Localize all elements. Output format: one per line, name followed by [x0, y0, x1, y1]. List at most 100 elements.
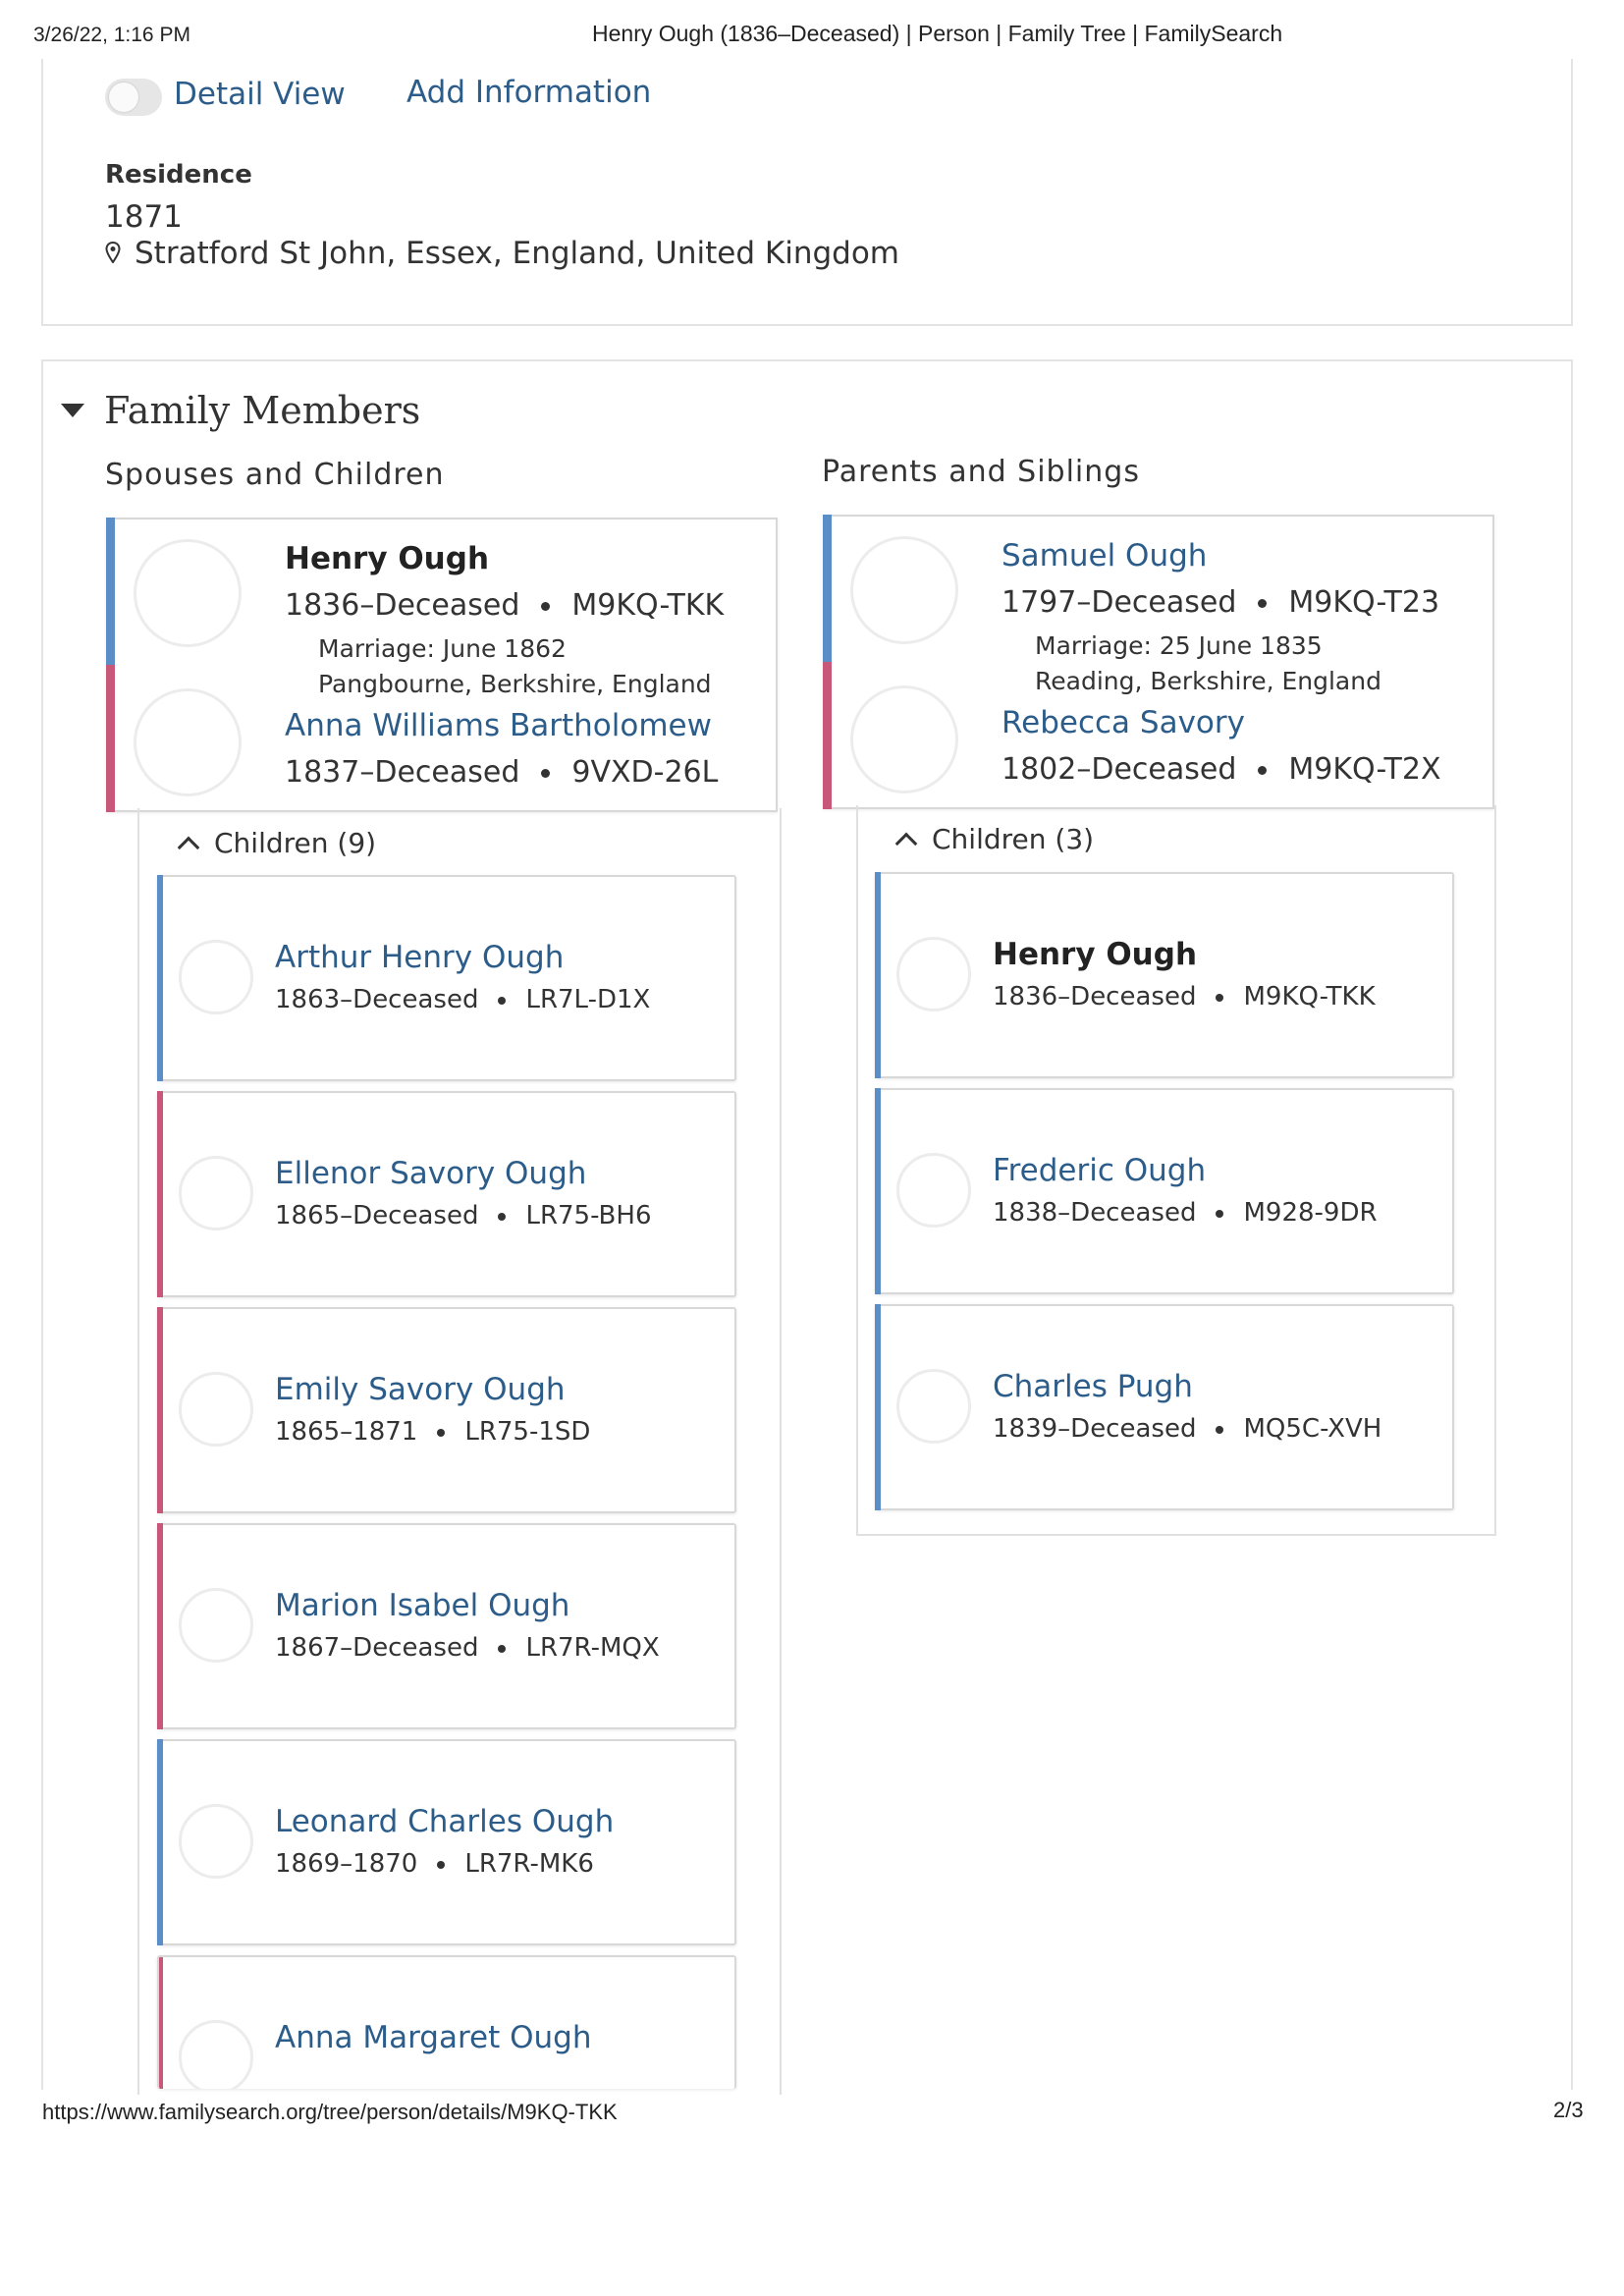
bullet-icon: [1216, 1425, 1224, 1434]
female-indicator: [106, 665, 115, 812]
husband-name: Henry Ough: [285, 541, 490, 576]
child-id: LR7R-MK6: [464, 1849, 594, 1879]
child-name: Henry Ough: [993, 937, 1198, 972]
avatar[interactable]: [179, 1588, 253, 1663]
avatar[interactable]: [850, 685, 958, 793]
child-years: 1838–Deceased: [993, 1198, 1197, 1228]
male-indicator: [875, 872, 881, 1078]
child-years: 1836–Deceased: [993, 982, 1197, 1011]
wife-name-link[interactable]: Anna Williams Bartholomew: [285, 708, 712, 743]
child-card[interactable]: Marion Isabel Ough 1867–Deceased LR7R-MQX: [157, 1523, 736, 1729]
bullet-icon: [1216, 993, 1224, 1002]
child-name-link[interactable]: Charles Pugh: [993, 1369, 1193, 1404]
wife-id: 9VXD-26L: [571, 755, 719, 790]
child-card[interactable]: Henry Ough 1836–Deceased M9KQ-TKK: [875, 872, 1454, 1078]
child-name-link[interactable]: Marion Isabel Ough: [275, 1588, 570, 1623]
female-indicator: [157, 1307, 163, 1513]
spouse-children-container: [137, 808, 782, 2095]
male-indicator: [157, 1739, 163, 1945]
family-members-title: Family Members: [104, 389, 421, 432]
child-info: 1863–Deceased LR7L-D1X: [275, 985, 650, 1014]
female-indicator: [157, 1091, 163, 1297]
detail-view-label[interactable]: Detail View: [174, 77, 346, 112]
avatar[interactable]: [850, 536, 958, 644]
residence-year: 1871: [105, 199, 183, 235]
chevron-up-icon: [177, 836, 200, 858]
spouse-children-label: Children (9): [214, 827, 377, 859]
child-id: LR7L-D1X: [525, 985, 651, 1014]
avatar[interactable]: [896, 1153, 971, 1228]
mother-years: 1802–Deceased: [1001, 752, 1237, 787]
marriage-place: Pangbourne, Berkshire, England: [318, 670, 712, 698]
avatar[interactable]: [179, 1156, 253, 1230]
spouse-children-toggle[interactable]: Children (9): [177, 827, 377, 859]
male-indicator: [106, 518, 115, 665]
print-page-number: 2/3: [1553, 2098, 1584, 2122]
child-id: M928-9DR: [1243, 1198, 1378, 1228]
child-years: 1867–Deceased: [275, 1633, 479, 1663]
child-id: M9KQ-TKK: [1243, 982, 1376, 1011]
spouses-heading: Spouses and Children: [105, 458, 445, 492]
child-years: 1865–Deceased: [275, 1201, 479, 1230]
child-name-link[interactable]: Arthur Henry Ough: [275, 940, 565, 975]
avatar[interactable]: [896, 1369, 971, 1444]
bullet-icon: [437, 1428, 446, 1437]
mother-name-link[interactable]: Rebecca Savory: [1001, 705, 1245, 740]
marriage-place: Reading, Berkshire, England: [1035, 667, 1381, 695]
child-card[interactable]: Ellenor Savory Ough 1865–Deceased LR75-BH6: [157, 1091, 736, 1297]
bullet-icon: [437, 1860, 446, 1869]
avatar[interactable]: [134, 688, 242, 796]
child-name-link[interactable]: Ellenor Savory Ough: [275, 1156, 587, 1191]
detail-view-toggle[interactable]: [105, 79, 162, 116]
female-indicator: [159, 1957, 163, 2089]
child-name-link[interactable]: Anna Margaret Ough: [275, 2020, 592, 2055]
print-page-title: Henry Ough (1836–Deceased) | Person | Fa…: [592, 21, 1283, 46]
bullet-icon: [1258, 766, 1268, 775]
residence-place-text: Stratford St John, Essex, England, Unite…: [135, 236, 899, 271]
print-url: https://www.familysearch.org/tree/person…: [42, 2100, 618, 2124]
mother-id: M9KQ-T2X: [1288, 752, 1441, 787]
child-card[interactable]: Arthur Henry Ough 1863–Deceased LR7L-D1X: [157, 875, 736, 1081]
bullet-icon: [498, 996, 507, 1005]
child-id: LR75-BH6: [525, 1201, 652, 1230]
child-name-link[interactable]: Emily Savory Ough: [275, 1372, 566, 1407]
facts-panel: [41, 59, 1573, 326]
avatar[interactable]: [896, 937, 971, 1011]
male-indicator: [157, 875, 163, 1081]
child-info: 1838–Deceased M928-9DR: [993, 1198, 1378, 1228]
father-name-link[interactable]: Samuel Ough: [1001, 538, 1208, 574]
avatar[interactable]: [179, 2020, 253, 2089]
child-years: 1839–Deceased: [993, 1414, 1197, 1444]
family-members-header[interactable]: Family Members: [61, 389, 420, 432]
bullet-icon: [541, 769, 551, 778]
child-card[interactable]: Anna Margaret Ough: [157, 1955, 736, 2089]
bullet-icon: [1258, 599, 1268, 608]
bullet-icon: [1216, 1209, 1224, 1218]
sibling-children-toggle[interactable]: Children (3): [894, 823, 1094, 855]
avatar[interactable]: [179, 1372, 253, 1447]
parents-heading: Parents and Siblings: [822, 455, 1140, 489]
male-indicator: [875, 1304, 881, 1510]
avatar[interactable]: [134, 539, 242, 647]
child-name-link[interactable]: Frederic Ough: [993, 1153, 1207, 1188]
add-information-link[interactable]: Add Information: [406, 75, 652, 110]
residence-place: Stratford St John, Essex, England, Unite…: [105, 236, 899, 271]
marriage-date: Marriage: June 1862: [318, 634, 567, 663]
child-years: 1863–Deceased: [275, 985, 479, 1014]
child-card[interactable]: Frederic Ough 1838–Deceased M928-9DR: [875, 1088, 1454, 1294]
child-id: LR7R-MQX: [525, 1633, 660, 1663]
husband-years: 1836–Deceased: [285, 588, 520, 623]
avatar[interactable]: [179, 940, 253, 1014]
marriage-date: Marriage: 25 June 1835: [1035, 631, 1323, 660]
avatar[interactable]: [179, 1804, 253, 1879]
female-indicator: [823, 662, 832, 809]
child-name-link[interactable]: Leonard Charles Ough: [275, 1804, 615, 1839]
